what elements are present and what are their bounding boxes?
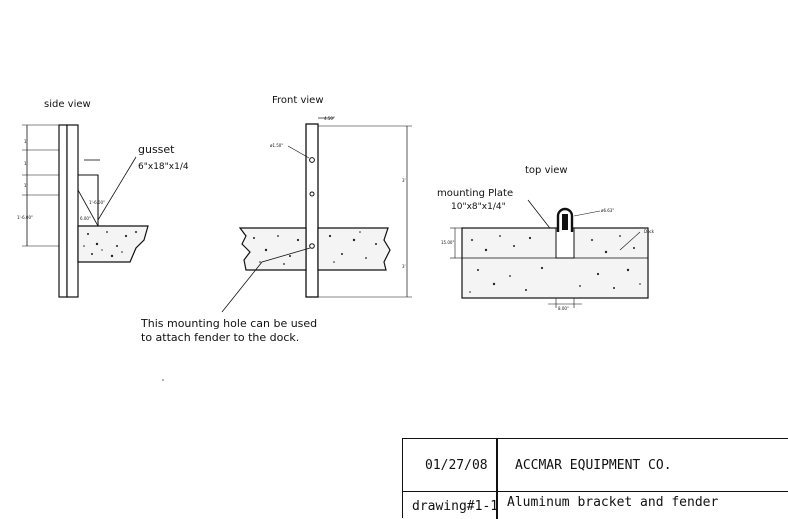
side-dim-small-1: 1' bbox=[24, 139, 28, 144]
front-dim-lower: 3' bbox=[402, 264, 406, 269]
top-dim-pipe: ø6.63" bbox=[601, 208, 614, 213]
side-dim-width: 6.00" bbox=[80, 216, 91, 221]
gusset-leader bbox=[97, 156, 137, 221]
front-hole-top bbox=[309, 157, 315, 163]
front-hole-mid bbox=[309, 191, 315, 197]
side-view: side view 1' 1' 1' 1'-6.00" 1'-6.00" 6.0… bbox=[17, 99, 189, 298]
note: This mounting hole can be used to attach… bbox=[140, 317, 317, 344]
note-leader bbox=[221, 247, 311, 313]
fender-pipe-core bbox=[562, 214, 568, 230]
title-block: 01/27/08 ACCMAR EQUIPMENT CO. drawing#1-… bbox=[402, 438, 788, 519]
front-dock-slab-left bbox=[238, 227, 307, 271]
note-line-2: to attach fender to the dock. bbox=[141, 331, 299, 344]
front-dim-upper: 3' bbox=[402, 178, 406, 183]
title-block-company: ACCMAR EQUIPMENT CO. bbox=[515, 458, 672, 473]
mounting-plate bbox=[555, 227, 575, 259]
front-mounting-hole bbox=[309, 243, 315, 249]
top-view-title: top view bbox=[525, 165, 568, 176]
plate-label: mounting Plate bbox=[437, 188, 513, 199]
front-view-title: Front view bbox=[272, 95, 324, 106]
side-dim-angle: 1'-6.00" bbox=[89, 200, 105, 205]
front-dim-hole: ø1.50" bbox=[270, 143, 283, 148]
gusset-dims: 6"x18"x1/4 bbox=[138, 162, 189, 172]
side-dim-small-3: 1' bbox=[24, 183, 28, 188]
side-post bbox=[58, 124, 68, 298]
front-post bbox=[305, 123, 319, 298]
note-line-1: This mounting hole can be used bbox=[140, 317, 317, 330]
title-block-drawing-no: drawing#1-1 bbox=[412, 499, 499, 514]
side-post-flange bbox=[66, 124, 79, 298]
title-block-description: Aluminum bracket and fender bbox=[507, 495, 719, 510]
front-view: Front view 4.50" ø1.50" 3' 3' bbox=[221, 95, 412, 313]
top-dim-left: 15.00" bbox=[441, 240, 454, 245]
top-view: top view mounting Plate 10"x8"x1/4" ø6.6… bbox=[437, 165, 655, 311]
top-dock-slab bbox=[461, 227, 649, 299]
front-dock-slab-right bbox=[317, 227, 391, 271]
top-dim-bottom: 8.00" bbox=[558, 306, 569, 311]
side-dim-left: 1'-6.00" bbox=[17, 215, 33, 220]
plate-dims: 10"x8"x1/4" bbox=[451, 202, 506, 212]
side-view-title: side view bbox=[44, 99, 91, 110]
side-dim-small-2: 1' bbox=[24, 161, 28, 166]
side-dock-slab bbox=[77, 225, 149, 263]
front-dim-top: 4.50" bbox=[324, 116, 335, 121]
dock-label: Dock bbox=[644, 229, 655, 234]
gusset-label: gusset bbox=[138, 143, 175, 156]
title-block-date: 01/27/08 bbox=[425, 458, 488, 473]
